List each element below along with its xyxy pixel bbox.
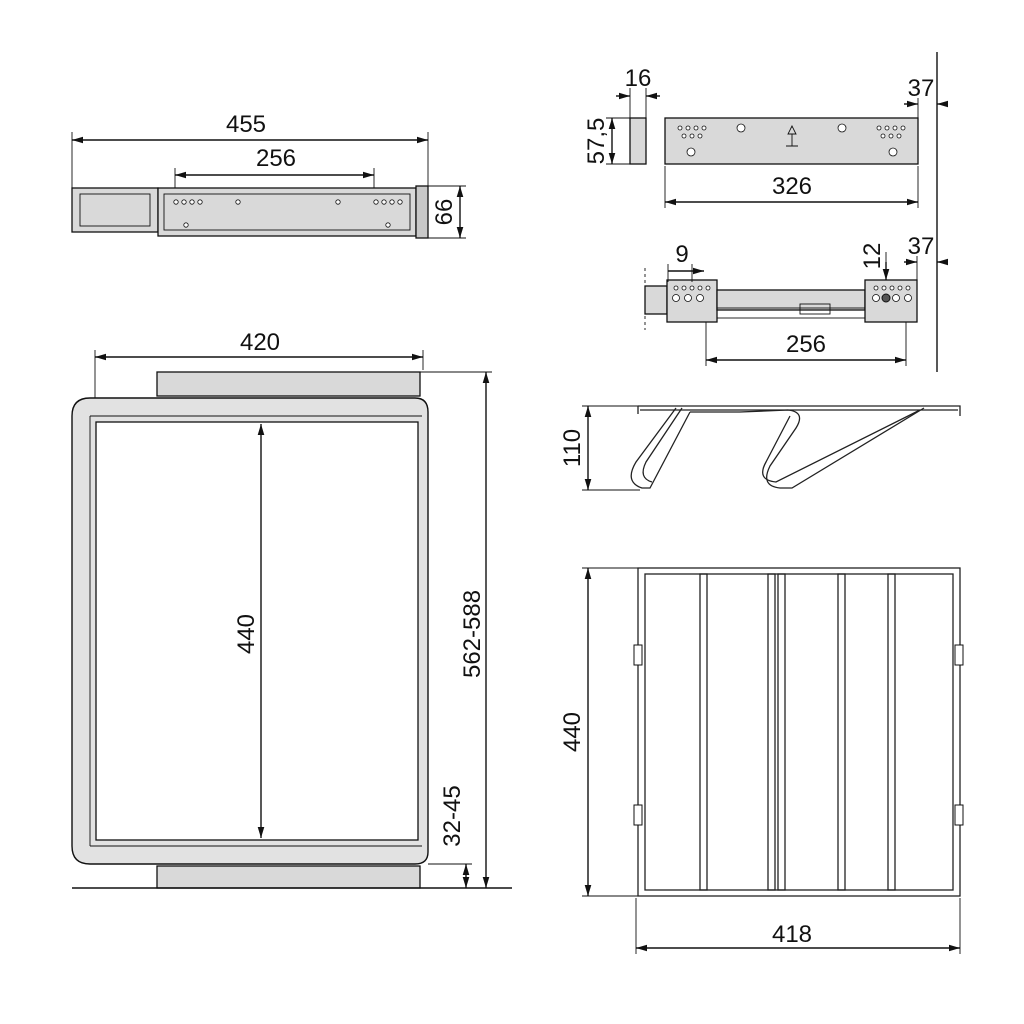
label-32-45: 32-45 xyxy=(439,785,466,846)
bracket-plate xyxy=(664,117,919,165)
frame-opening xyxy=(95,421,419,841)
label-455: 455 xyxy=(226,111,266,138)
hanger-frame xyxy=(637,567,961,897)
hanger-top-view xyxy=(582,567,964,954)
frame-rail-bottom xyxy=(156,865,421,889)
label-326: 326 xyxy=(772,173,812,200)
label-9: 9 xyxy=(675,241,688,268)
rail-bracket-body xyxy=(157,187,417,237)
label-12: 12 xyxy=(859,243,886,270)
label-16: 16 xyxy=(625,65,652,92)
label-440-right: 440 xyxy=(559,712,586,752)
bracket-side xyxy=(629,117,647,165)
label-562-588: 562-588 xyxy=(459,590,486,678)
side-view-rail xyxy=(71,132,466,239)
bracket-views xyxy=(606,52,949,372)
label-256-top: 256 xyxy=(256,145,296,172)
rail-channel xyxy=(716,289,866,311)
hanger-top-bar xyxy=(637,405,961,416)
label-420: 420 xyxy=(240,329,280,356)
label-37-top: 37 xyxy=(908,75,935,102)
label-57-5: 57,5 xyxy=(583,118,610,165)
label-110: 110 xyxy=(559,429,586,467)
rail-end-cap xyxy=(415,185,429,239)
hanger-side-view xyxy=(582,405,961,491)
label-256-rail: 256 xyxy=(786,331,826,358)
rail-slide xyxy=(71,187,159,233)
label-418: 418 xyxy=(772,921,812,948)
label-66: 66 xyxy=(431,199,458,226)
hanger-slats xyxy=(699,573,896,891)
label-37-right: 37 xyxy=(908,233,935,260)
frame-rail-top xyxy=(156,371,421,397)
frame-top-view xyxy=(71,350,512,889)
label-440-left: 440 xyxy=(233,614,260,654)
